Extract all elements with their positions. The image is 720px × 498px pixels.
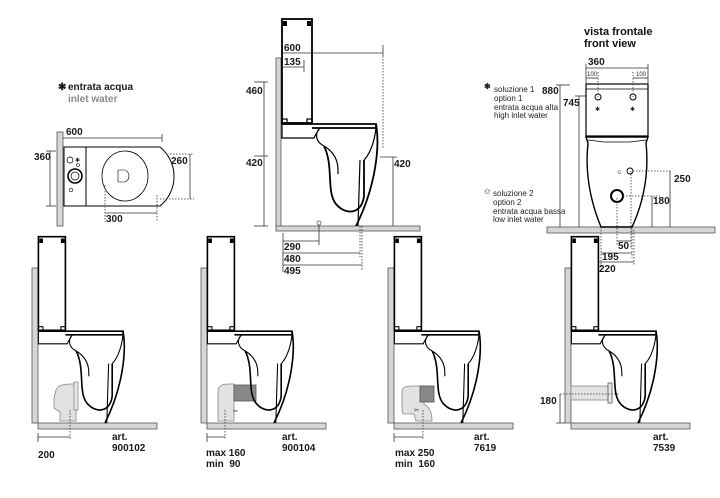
inlet-water-legend: ✱ entrata acqua inlet water [58,82,133,105]
wall [564,267,572,424]
scissors-icon: ✂ [233,409,238,415]
dim-offset-50: 50 [618,241,630,252]
svg-text:entrata acqua bassa: entrata acqua bassa [493,207,566,216]
svg-text:entrata acqua alta: entrata acqua alta [494,103,559,112]
wall [56,131,64,227]
dim-outlet-distance: 290 [284,242,301,253]
svg-text:art.: art. [282,432,298,443]
article-number: 7619 [474,443,497,454]
legend-english: inlet water [68,94,118,105]
wall-pipe [570,385,609,401]
variant-7619: ✂ max 250 min 160 art. 7619 [387,235,514,470]
dim-foot-distance-1: 480 [284,254,301,265]
dim-bowl-height: 420 [246,158,263,169]
svg-text:high inlet water: high inlet water [494,111,548,120]
front-view: vista frontale front view ✱ soluzione 1 … [484,26,716,275]
wall [275,57,282,229]
dim-outlet-height: 180 [540,396,557,407]
front-view-title-it: vista frontale [584,26,652,38]
side-view: 600 135 460 420 420 290 480 495 [246,18,421,277]
floor-connector [53,383,77,422]
svg-text:art.: art. [112,432,128,443]
dim-front-width: 360 [588,57,605,68]
inlet-symbol-icon: ✱ [595,106,600,113]
svg-text:soluzione 2: soluzione 2 [493,189,534,198]
dim-base-195: 195 [602,252,619,263]
dim-base-220: 220 [599,264,616,275]
dim-depth: 360 [34,152,51,163]
top-view-plan: ✱ 600 360 260 300 [34,127,194,227]
dim-outlet: 200 [38,450,55,461]
floor [275,225,421,232]
svg-text:soluzione 1: soluzione 1 [494,85,535,94]
high-inlet-symbol-icon: ✱ [484,82,491,91]
dim-outlet-height: 180 [653,196,670,207]
dim-width: 600 [66,127,83,138]
dim-min: min 160 [395,459,435,470]
article-number: 900102 [112,443,146,454]
front-view-title-en: front view [584,38,636,50]
floor [393,422,514,430]
svg-text:option 2: option 2 [493,198,522,207]
article-number: 7539 [653,443,676,454]
dim-min: min 90 [206,459,241,470]
svg-text:low inlet water: low inlet water [493,215,544,224]
dim-side-width: 600 [284,43,301,54]
option-1-legend: ✱ soluzione 1 option 1 entrata acqua alt… [484,82,559,120]
low-inlet-symbol-icon: ✩ [484,187,491,196]
dim-foot-distance-2: 495 [284,266,301,277]
dim-max: max 250 [395,448,435,459]
wall [200,267,208,424]
variant-7539: 180 art. 7539 [540,235,691,454]
legend-italian: entrata acqua [68,82,133,93]
dim-low-inlet-height: 250 [674,174,691,185]
svg-text:art.: art. [474,432,490,443]
flexible-connector [419,385,435,403]
dim-rim-height: 420 [394,159,411,170]
low-inlet-symbol-icon: ✩ [617,169,622,176]
dim-inlet-left: 100 [587,72,598,78]
inlet-symbol-icon: ✱ [630,106,635,113]
floor [206,422,327,430]
dim-inlet-right: 100 [636,72,647,78]
inlet-symbol-icon: ✱ [75,157,80,164]
svg-text:art.: art. [653,432,669,443]
dim-cistern-offset: 135 [284,57,301,68]
floor-connector [217,383,235,422]
inlet-symbol-icon: ✱ [58,82,67,93]
dim-cistern-top: 745 [563,98,580,109]
floor [570,422,691,430]
wall [387,267,395,424]
dim-max: max 160 [206,448,246,459]
dim-seat-offset: 300 [106,214,123,225]
scissors-icon: ✂ [414,408,419,414]
option-2-legend: ✩ soluzione 2 option 2 entrata acqua bas… [484,187,566,224]
floor-connector [401,385,433,422]
dim-cistern-height: 460 [246,86,263,97]
variant-900102: 200 art. 900102 [31,235,158,461]
variant-900104: ✂ max 160 min 90 art. 900104 [200,235,327,470]
wall [31,267,39,424]
svg-text:option 1: option 1 [494,94,523,103]
seat-logo-icon [117,169,130,183]
article-number: 900104 [282,443,316,454]
dim-seat-depth: 260 [171,156,188,167]
floor [37,422,158,430]
dim-total-height: 880 [542,86,559,97]
